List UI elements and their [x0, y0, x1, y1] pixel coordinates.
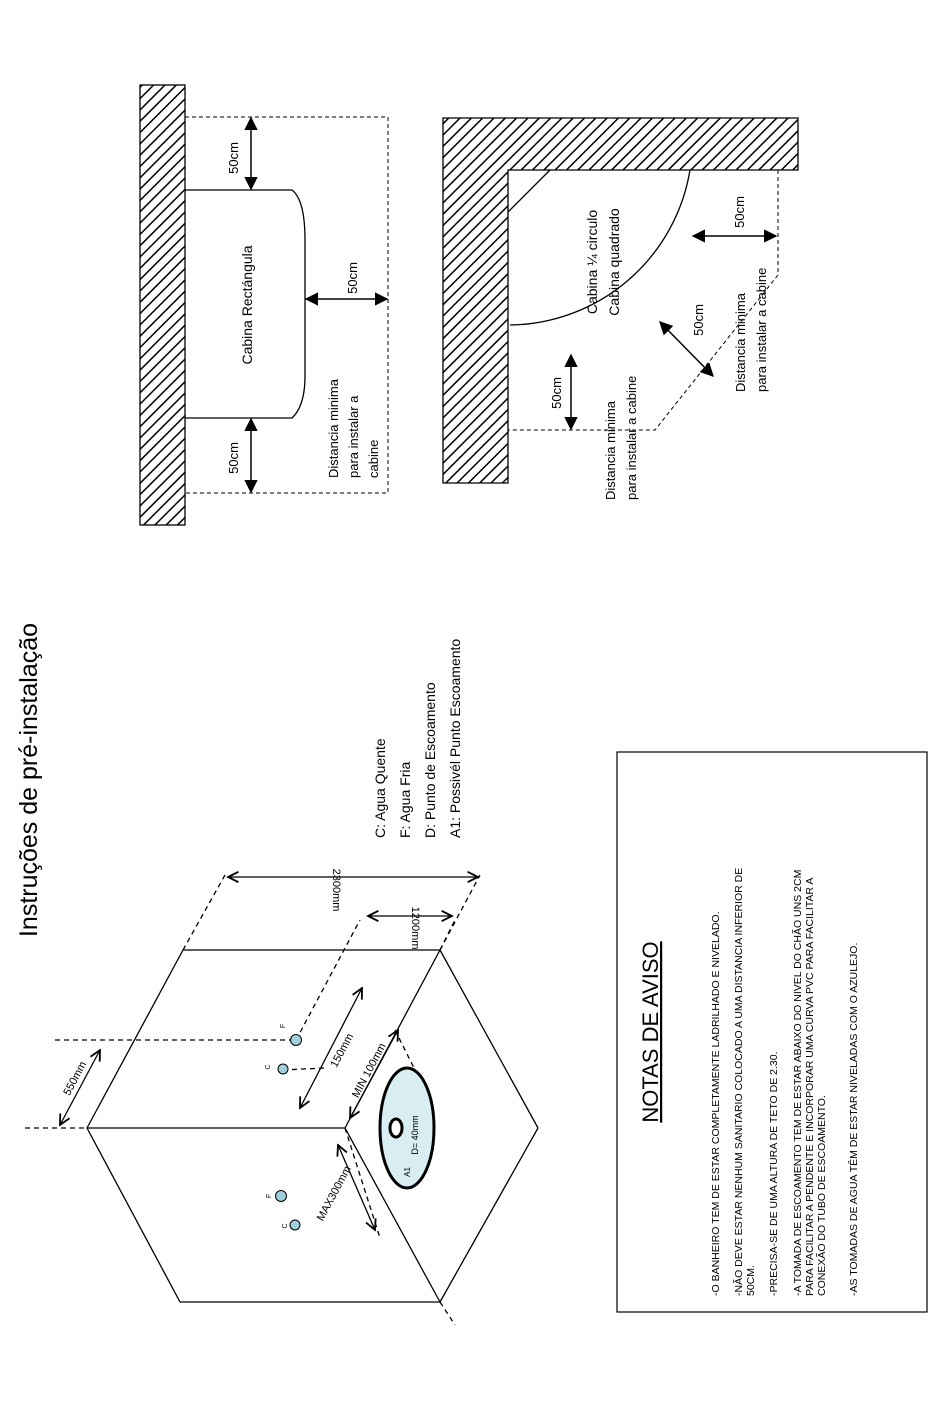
dim-label-right: 50cm — [345, 262, 360, 294]
corner-cabin-label: Cabina quadrado — [606, 208, 622, 316]
legend: C: Agua Quente F: Agua Fria D: Punto de … — [372, 639, 463, 838]
drain-label-a1: A1 — [403, 1167, 412, 1177]
note-line: Distancia minima — [326, 378, 341, 478]
dim-label-top: 50cm — [226, 142, 241, 174]
wall-hatch — [139, 84, 186, 526]
notice-line: -AS TOMADAS DE AGUA TÊM DE ESTAR NIVELAD… — [847, 943, 860, 1296]
corner-cabin-label: Cabina ¼ circulo — [584, 210, 600, 314]
dim-label-left: 50cm — [549, 377, 564, 409]
legend-item: F: Agua Fria — [397, 762, 413, 838]
dim-label-150: 150mm — [328, 1032, 356, 1070]
corner-cabin-note-left: Distancia minima para instalar a cabine — [603, 376, 639, 500]
iso-diagram — [25, 874, 539, 1326]
tap-cold-icon — [275, 1190, 287, 1202]
page-title: Instruções de pré-instalação — [15, 623, 43, 937]
legend-item: D: Punto de Escoamento — [422, 682, 438, 838]
dim-label-bottom: 50cm — [226, 442, 241, 474]
tap-label-f: F — [280, 1024, 287, 1028]
note-line: Distancia minima — [603, 400, 618, 500]
dim-arrow-min100 — [350, 1030, 398, 1118]
tap-label-f: F — [266, 1194, 273, 1198]
notice-frame — [616, 751, 928, 1313]
drain-area — [378, 1066, 436, 1190]
notice-line: PARA FACILITAR A PENDENTE E INCORPORAR U… — [804, 878, 816, 1296]
notice-lines: -O BANHEIRO TEM DE ESTAR COMPLETAMENTE L… — [710, 868, 860, 1296]
rect-cabin-diagram — [139, 84, 389, 526]
drain-diameter-label: D= 40mm — [410, 1115, 420, 1154]
legend-item: A1: Possivél Punto Escoamento — [447, 639, 463, 838]
notice-heading: NOTAS DE AVISO — [638, 941, 663, 1122]
note-line: para instalar a cabine — [624, 376, 639, 500]
iso-edge — [86, 1127, 181, 1303]
wall-hatch-corner — [442, 117, 799, 484]
notice-line: -O BANHEIRO TEM DE ESTAR COMPLETAMENTE L… — [710, 912, 722, 1297]
iso-edge — [439, 949, 539, 1129]
corner-cabin-note-right: Distancia minima para instalar a cabine — [733, 268, 769, 392]
note-line: cabine — [366, 440, 381, 478]
iso-edge — [86, 949, 184, 1129]
rect-cabin-label: Cabina Rectángula — [239, 245, 255, 364]
ext-line — [182, 874, 226, 951]
dim-label-2300: 2300mm — [330, 869, 342, 912]
tap-cold-icon — [290, 1034, 302, 1046]
dim-label-min100: MIN 100mm — [350, 1041, 389, 1100]
min-distance-zone — [184, 116, 389, 494]
corner-cabin-diagram — [442, 117, 799, 484]
dim-arrow-diag — [659, 321, 714, 377]
dim-label-diag: 50cm — [691, 304, 706, 336]
dim-arrow-max300 — [338, 1145, 375, 1230]
dim-arrow-550 — [60, 1050, 100, 1125]
tap-label-c: C — [265, 1064, 272, 1069]
iso-edge — [439, 1127, 539, 1303]
legend-item: C: Agua Quente — [372, 738, 388, 838]
ext-line — [439, 1301, 456, 1326]
drain-hole-icon — [388, 1117, 404, 1139]
tap-hot-icon — [277, 1063, 289, 1075]
dim-label-right: 50cm — [732, 196, 747, 228]
tap-label-c: C — [282, 1223, 289, 1228]
notice-line: -A TOMADA DE ESCOAMENTO TEM DE ESTAR ABA… — [791, 870, 804, 1296]
min-distance-zone-corner — [508, 170, 779, 431]
notice-box: NOTAS DE AVISO -O BANHEIRO TEM DE ESTAR … — [616, 751, 928, 1313]
notice-line: -PRECISA-SE DE UMA ALTURA DE TETO DE 2.3… — [768, 1052, 780, 1297]
ext-line — [439, 919, 456, 951]
notice-line: CONEXÃO DO TUBO DE ESCOAMENTO. — [815, 1095, 828, 1296]
note-line: Distancia minima — [733, 292, 748, 392]
quarter-circle-outline — [509, 169, 691, 326]
notice-line: 50CM. — [745, 1265, 757, 1296]
square-cabin-edge — [507, 169, 551, 213]
ext-line — [295, 919, 361, 1041]
tap-hot-icon — [289, 1219, 301, 1231]
dim-label-max300: MAX300mm — [315, 1164, 354, 1223]
notice-line: -NÃO DEVE ESTAR NENHUM SANITARIO COLOCAD… — [732, 868, 745, 1296]
ext-line — [282, 1067, 326, 1071]
rect-cabin-outline — [185, 189, 306, 419]
rect-cabin-note: Distancia minima para instalar a cabine — [326, 378, 381, 478]
note-line: para instalar a cabine — [754, 268, 769, 392]
dim-arrow-150 — [300, 988, 362, 1108]
dim-label-1200: 1200mm — [409, 907, 421, 950]
note-line: para instalar a — [346, 395, 361, 478]
